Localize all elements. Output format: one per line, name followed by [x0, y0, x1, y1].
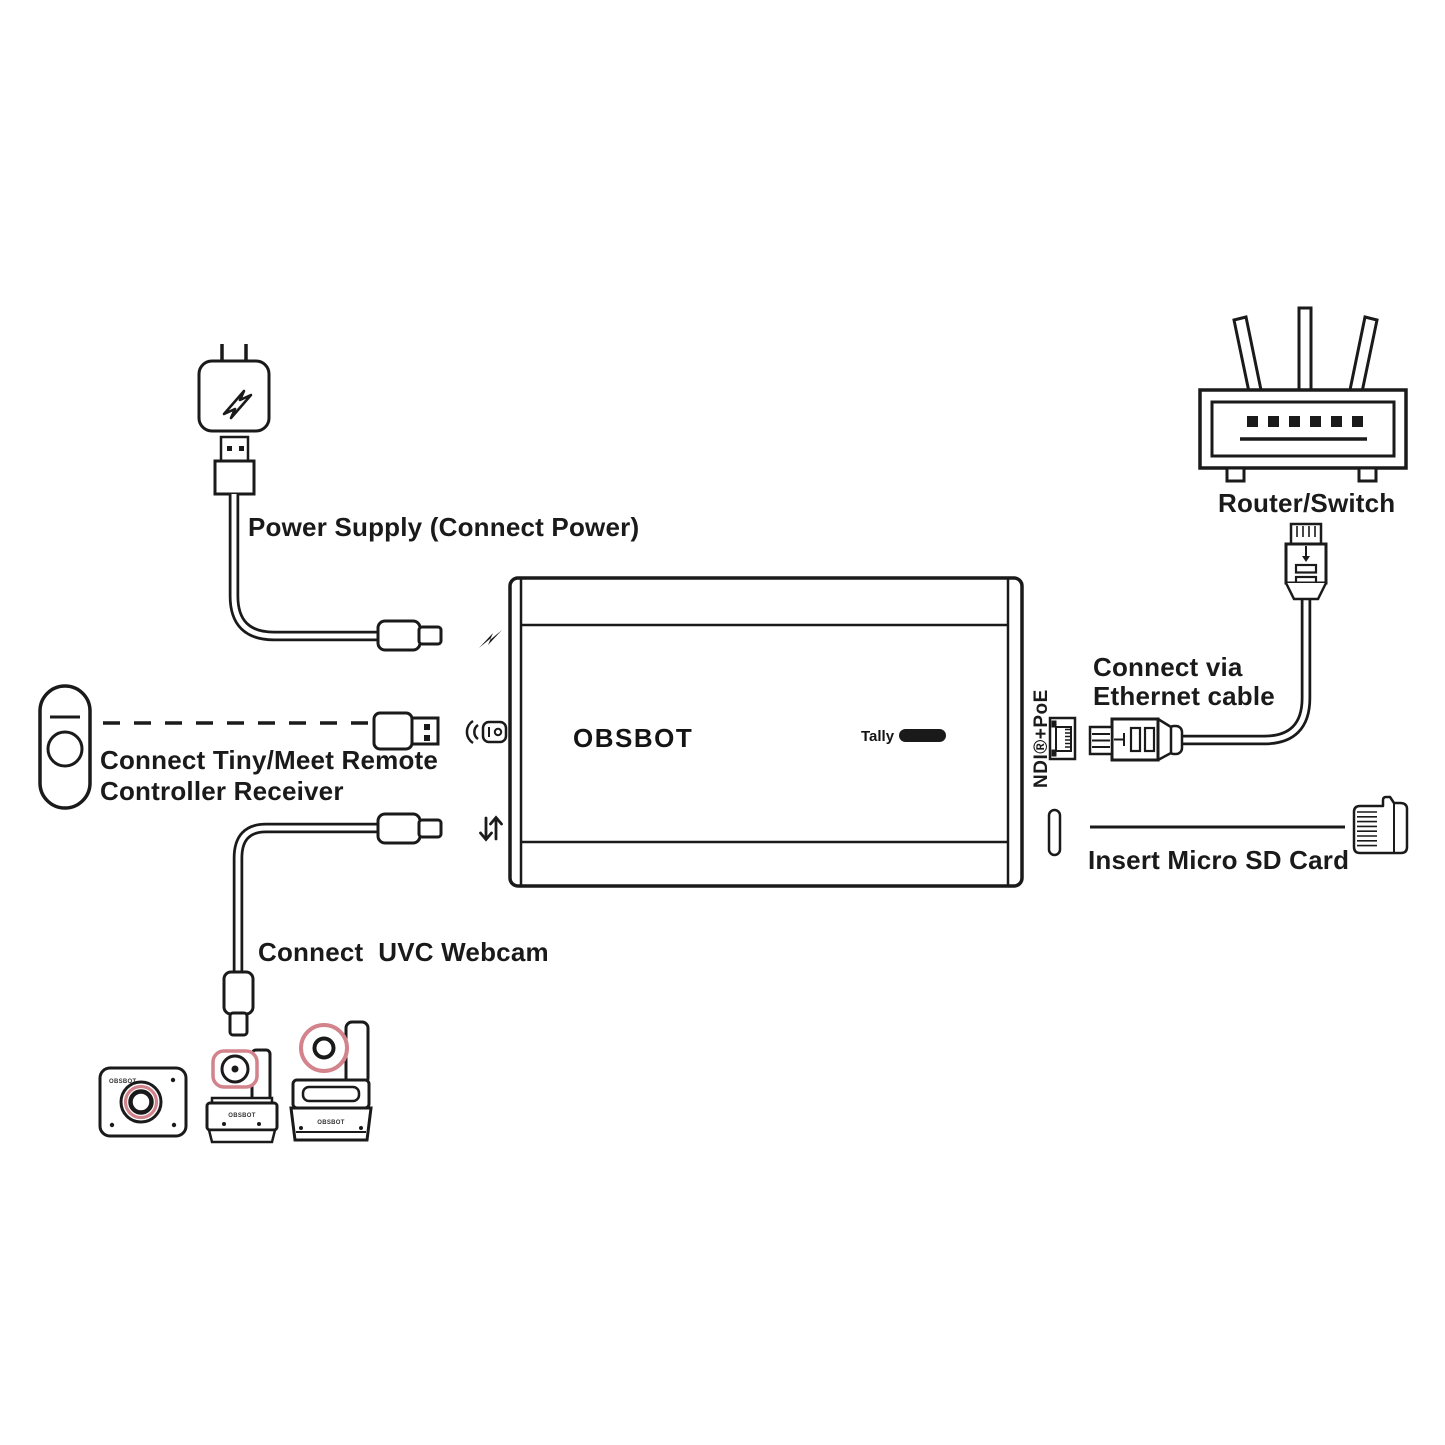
- remote-receiver-port-icon: [465, 719, 508, 745]
- ethernet-label-line2: Ethernet cable: [1093, 681, 1275, 711]
- obsbot-logo: OBSBOT: [573, 723, 693, 753]
- micro-sd-card-icon: [1352, 795, 1409, 855]
- tally-led: [899, 729, 946, 742]
- converter-device: OBSBOT Tally NDI®+PoE: [465, 576, 1077, 888]
- remote-label-line2: Controller Receiver: [100, 776, 344, 806]
- ethernet-plug-icon: [1088, 717, 1184, 762]
- router-switch-label: Router/Switch: [1218, 488, 1395, 518]
- usb-c-connector-uvc-right-icon: [376, 812, 443, 845]
- tiny-brand-label: OBSBOT: [228, 1113, 256, 1119]
- device-body: [508, 576, 1024, 888]
- remote-controller-icon: [38, 684, 92, 810]
- power-supply-label: Power Supply (Connect Power): [248, 512, 639, 542]
- tiny-ptz-camera-icon: OBSBOT: [205, 1048, 279, 1144]
- uvc-webcam-group: Connect UVC Webcam: [222, 812, 549, 1037]
- tally-label: Tally: [861, 728, 895, 745]
- power-port-lightning-icon: [479, 630, 502, 648]
- ethernet-label-line1: Connect via: [1093, 652, 1243, 682]
- micro-sd-slot-icon: [1047, 808, 1062, 857]
- device-panel-lines: [519, 579, 1010, 885]
- tiny4k-ptz-camera-icon: OBSBOT: [289, 1020, 373, 1142]
- meet-brand-label: OBSBOT: [109, 1079, 137, 1085]
- power-adapter-icon: [197, 359, 271, 433]
- remote-controller-group: Connect Tiny/Meet Remote Controller Rece…: [38, 684, 440, 810]
- lightning-outline-icon: [222, 389, 253, 420]
- remote-label-line1: Connect Tiny/Meet Remote: [100, 745, 438, 775]
- insert-micro-sd-label: Insert Micro SD Card: [1088, 845, 1349, 875]
- data-transfer-icon: [479, 815, 503, 842]
- usb-c-connector-uvc-bottom-icon: [222, 970, 255, 1037]
- tiny4k-brand-label: OBSBOT: [317, 1120, 345, 1126]
- rj45-connector-icon: [1284, 522, 1328, 601]
- usb-c-connector-power-icon: [376, 619, 443, 652]
- router-group: Router/Switch Connect via Ethern: [1088, 306, 1408, 762]
- micro-sd-group: Insert Micro SD Card: [1088, 795, 1409, 875]
- cameras-group: OBSBOT OBSBOT: [98, 1020, 373, 1144]
- ndi-ethernet-port-icon: [1048, 716, 1077, 761]
- uvc-webcam-label: Connect UVC Webcam: [258, 937, 549, 967]
- plug-prongs-icon: [220, 344, 248, 362]
- router-icon: [1198, 306, 1408, 483]
- power-supply-group: Power Supply (Connect Power): [197, 344, 639, 652]
- meet-webcam-icon: OBSBOT: [98, 1066, 188, 1138]
- usb-dongle-icon: [372, 711, 440, 751]
- ndi-poe-label: NDI®+PoE: [1031, 689, 1052, 788]
- usb-a-connector-icon: [213, 435, 256, 496]
